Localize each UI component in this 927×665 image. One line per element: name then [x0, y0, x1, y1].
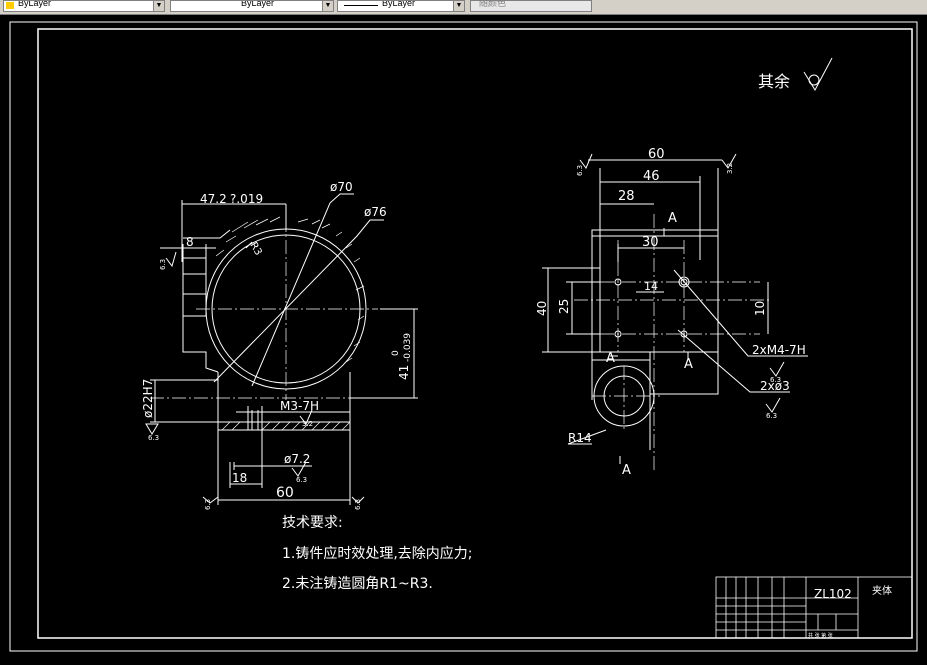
properties-toolbar: ByLayer ▼ ByLayer ▼ ByLayer ▼ 随颜色	[0, 0, 927, 15]
dim-30: 30	[642, 235, 659, 250]
dim-47-2-line	[181, 200, 287, 262]
roughness-63-c: 6.3	[204, 499, 212, 510]
roughness-63-e: 6.3	[296, 476, 307, 484]
linetype-select-value: ByLayer	[241, 0, 275, 8]
base-outline	[217, 372, 351, 431]
color-swatch-icon	[6, 2, 14, 9]
dim-46: 46	[643, 169, 660, 184]
dim-phi3: 2xø3	[760, 379, 790, 393]
dim-40-line	[542, 267, 600, 353]
dim-r14: R14	[568, 431, 592, 445]
plotstyle-select-value: 随颜色	[479, 0, 507, 8]
title-block	[715, 576, 913, 639]
drawing-canvas[interactable]: 其余	[0, 15, 927, 661]
dim-25-line	[566, 281, 600, 335]
section-label-a1: A	[668, 211, 677, 226]
dim-46-line	[600, 176, 701, 260]
chevron-down-icon[interactable]: ▼	[453, 1, 464, 11]
dim-14: 14	[644, 280, 658, 293]
roughness-63-d: 6.3	[354, 499, 362, 510]
roughness-63-a: 6.3	[159, 259, 167, 270]
title-block-sheet: 共 张 第 张	[808, 632, 833, 639]
notes-line-1: 1.铸件应时效处理,去除内应力;	[282, 545, 473, 562]
dim-60: 60	[276, 485, 294, 501]
dim-phi7-2: ø7.2	[284, 452, 310, 466]
dim-r3: R3	[247, 241, 263, 258]
linetype-select[interactable]: ByLayer ▼	[170, 0, 334, 12]
roughness-63-r-c: 6.3	[766, 412, 777, 420]
dim-60-r: 60	[648, 147, 665, 162]
dim-m3: M3-7H	[280, 399, 319, 413]
dim-phi22h7: ø22H7	[141, 379, 155, 418]
roughness-note: 其余	[758, 72, 790, 91]
dim-phi70: ø70	[330, 180, 353, 194]
plotstyle-select[interactable]: 随颜色	[470, 0, 592, 12]
left-boss	[182, 257, 207, 317]
cad-drawing: 其余	[9, 21, 918, 652]
roughness-63-r-b: 6.3	[770, 376, 781, 384]
dim-28: 28	[618, 189, 635, 204]
roughness-symbol-icon	[803, 57, 833, 92]
dim-phi7-2-line	[233, 462, 312, 470]
phi3-leader	[677, 329, 790, 393]
roughness-63-r-a: 6.3	[576, 165, 584, 176]
dim-47-2-tolerance: ?.019	[230, 192, 263, 206]
section-label-a4: A	[622, 463, 631, 478]
roughness-63-b: 6.3	[148, 434, 159, 442]
dim-25: 25	[557, 299, 571, 314]
outer-frame	[9, 21, 918, 652]
title-block-material: ZL102	[814, 587, 852, 601]
phi76-leader	[213, 219, 384, 383]
title-block-part-name: 夹体	[872, 584, 892, 597]
dim-phi22h7-line	[150, 379, 218, 423]
section-hatch	[215, 216, 365, 363]
dim-8: 8	[186, 235, 194, 249]
right-view	[542, 153, 808, 470]
section-label-a2: A	[606, 351, 615, 366]
lineweight-select[interactable]: ByLayer ▼	[337, 0, 465, 12]
roughness-32-r: 3.2	[726, 163, 734, 174]
dim-41-line	[350, 308, 418, 399]
lower-bracket	[591, 352, 719, 450]
phi70-leader	[251, 193, 354, 387]
lineweight-preview	[344, 5, 378, 6]
notes-line-2: 2.未注铸造圆角R1~R3.	[282, 576, 433, 592]
left-view	[145, 193, 418, 505]
color-select-value: ByLayer	[18, 0, 52, 8]
dim-60-line	[217, 430, 351, 505]
lineweight-select-value: ByLayer	[382, 0, 416, 8]
dim-m4: 2xM4-7H	[752, 343, 806, 357]
m4-leader	[673, 269, 808, 357]
color-select[interactable]: ByLayer ▼	[3, 0, 165, 12]
dim-47-2: 47.2	[200, 192, 227, 206]
dim-phi76: ø76	[364, 205, 387, 219]
dim-30-line	[617, 244, 684, 262]
dim-41-tol-lower: -0.039	[403, 333, 413, 362]
centerlines	[150, 218, 378, 400]
chevron-down-icon[interactable]: ▼	[153, 1, 164, 11]
notes-title: 技术要求:	[282, 515, 343, 531]
dim-8-line	[160, 244, 216, 258]
inner-frame	[37, 28, 913, 639]
dim-40: 40	[535, 301, 549, 316]
dim-18-line	[229, 430, 263, 488]
dim-41: 41	[397, 365, 411, 380]
left-body-outline	[182, 258, 219, 373]
roughness-32: 3.2	[302, 420, 313, 428]
dim-10: 10	[753, 301, 767, 316]
right-centerlines	[574, 214, 770, 470]
dim-41-tol-upper: 0	[391, 350, 401, 356]
dim-18: 18	[232, 471, 247, 485]
section-label-a3: A	[684, 357, 693, 372]
r14-leader	[567, 429, 607, 445]
chevron-down-icon[interactable]: ▼	[322, 1, 333, 11]
